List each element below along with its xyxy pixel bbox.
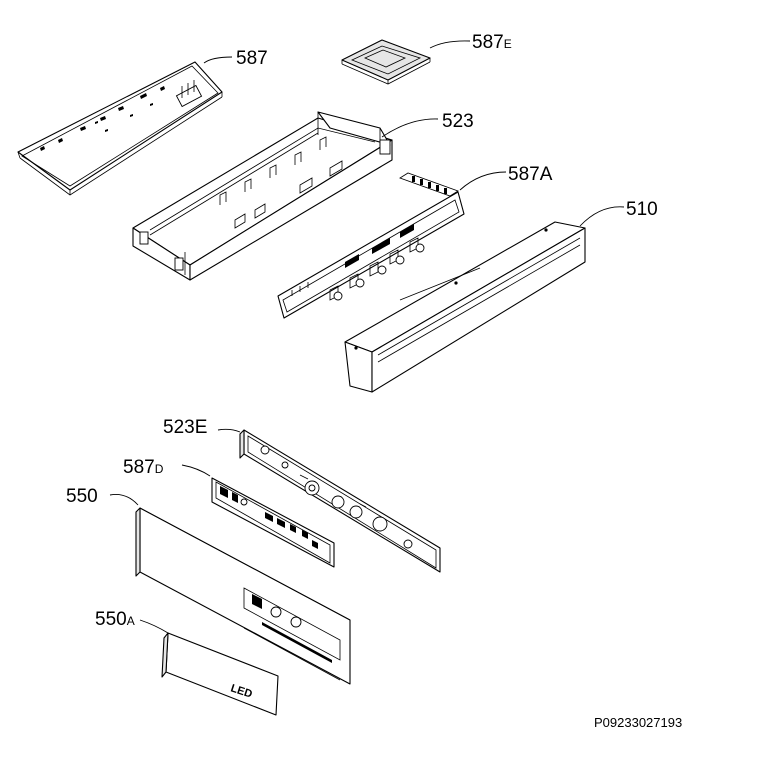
drawing-code: P09233027193 xyxy=(594,715,682,730)
label-523E: 523E xyxy=(163,417,207,438)
part-550A-led-lens: LED xyxy=(161,632,279,716)
label-587D: 587D xyxy=(123,457,164,478)
label-523: 523 xyxy=(442,111,474,132)
part-510-profile-bar xyxy=(344,221,586,393)
label-587A: 587A xyxy=(508,164,553,185)
part-523E-control-plate xyxy=(239,429,441,573)
part-587D-display-board xyxy=(211,477,335,568)
label-587E: 587E xyxy=(472,32,512,53)
label-510: 510 xyxy=(626,199,658,220)
part-587E-pad xyxy=(341,39,431,85)
part-523-housing xyxy=(132,111,393,281)
part-587A-board xyxy=(277,172,465,319)
label-587: 587 xyxy=(236,48,268,69)
label-550: 550 xyxy=(66,486,98,507)
part-587-circuit-board xyxy=(17,61,223,196)
part-550-front-panel xyxy=(135,507,351,685)
label-550A: 550A xyxy=(95,609,135,630)
